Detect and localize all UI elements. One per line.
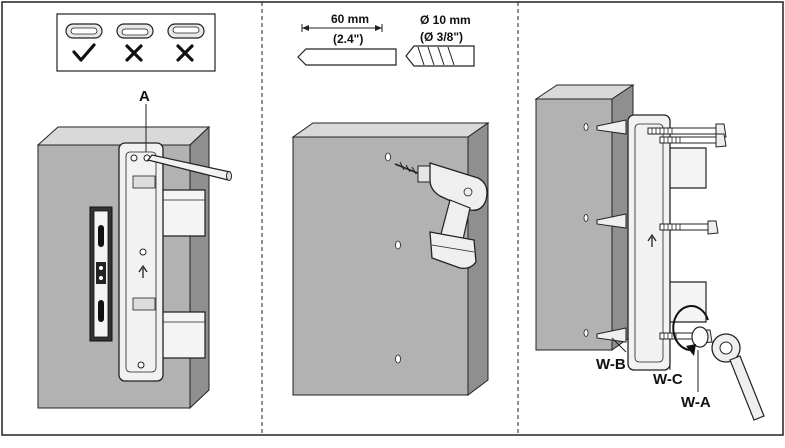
up-arrow-icon bbox=[138, 264, 148, 278]
panel-3-mounting bbox=[534, 84, 765, 421]
power-drill-icon bbox=[394, 161, 488, 270]
label-lag-screw: W-C bbox=[653, 371, 683, 388]
pencil-icon bbox=[146, 154, 232, 181]
socket-wrench-icon bbox=[711, 333, 765, 421]
depth-inch-label: (2.4") bbox=[333, 32, 364, 46]
washer-icon bbox=[691, 326, 709, 348]
wall-face bbox=[37, 144, 191, 409]
spirit-level-icon bbox=[89, 206, 113, 342]
checkmark-icon bbox=[72, 43, 96, 62]
panel-2-drilling bbox=[291, 24, 490, 396]
lag-screw-icon bbox=[647, 123, 727, 344]
label-washer: W-A bbox=[681, 394, 711, 411]
wall-top bbox=[291, 122, 490, 138]
slot-legend-box bbox=[56, 13, 216, 72]
cross-icon bbox=[125, 44, 143, 62]
wall-plate bbox=[118, 142, 164, 382]
slot-wrong-2 bbox=[167, 23, 205, 39]
slot-correct bbox=[65, 23, 103, 39]
up-arrow-icon bbox=[647, 233, 657, 247]
drill-bit-icon bbox=[405, 45, 475, 67]
rotation-arrow-icon bbox=[672, 305, 709, 351]
wall-anchor-icon bbox=[596, 119, 627, 343]
label-bracket-hole: A bbox=[139, 88, 150, 105]
drill-diameter-label: Ø 10 mm bbox=[420, 13, 471, 27]
diagram-border bbox=[1, 1, 784, 436]
wall-plate bbox=[627, 114, 671, 371]
label-wall-anchor: W-B bbox=[596, 356, 626, 373]
drill-diameter-inch-label: (Ø 3/8") bbox=[420, 30, 464, 44]
wall-top bbox=[36, 126, 211, 146]
cross-icon bbox=[176, 44, 194, 62]
depth-value-label: 60 mm bbox=[331, 12, 370, 26]
depth-gauge bbox=[297, 48, 397, 66]
panel-1-level-bracket bbox=[36, 13, 232, 410]
slot-wrong-1 bbox=[116, 23, 154, 39]
